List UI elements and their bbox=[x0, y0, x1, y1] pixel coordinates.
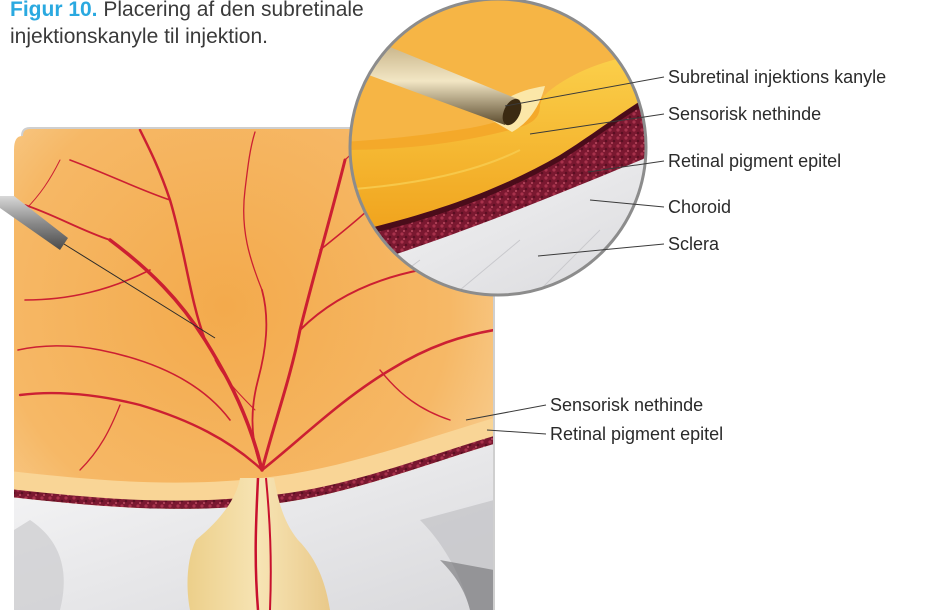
label-sclera: Sclera bbox=[668, 234, 719, 254]
label-sensory-retina-main: Sensorisk nethinde bbox=[550, 395, 703, 415]
label-subretinal-needle: Subretinal injektions kanyle bbox=[668, 67, 886, 87]
label-rpe-zoom: Retinal pigment epitel bbox=[668, 151, 841, 171]
label-sensory-retina-zoom: Sensorisk nethinde bbox=[668, 104, 821, 124]
label-rpe-main: Retinal pigment epitel bbox=[550, 424, 723, 444]
label-choroid: Choroid bbox=[668, 197, 731, 217]
